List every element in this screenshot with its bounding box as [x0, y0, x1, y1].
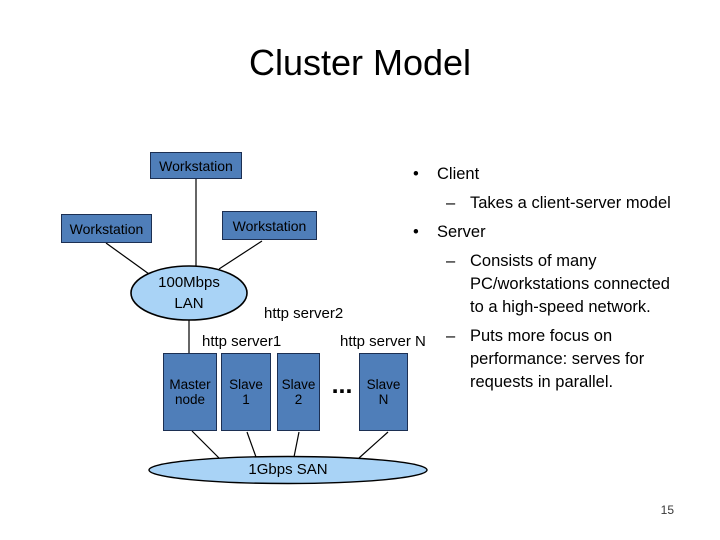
- connector-workstation-left-lan: [105, 242, 150, 275]
- workstation-left-label: Workstation: [69, 220, 144, 237]
- slave1-line2: 1: [242, 392, 250, 407]
- bullet-text: Consists of many PC/workstations connect…: [470, 250, 712, 319]
- lan-label-line1: 100Mbps: [158, 274, 220, 291]
- bullet-subitem-consists: – Consists of many PC/workstations conne…: [404, 250, 712, 319]
- connector-slave2-san: [293, 431, 300, 458]
- workstation-top-label: Workstation: [159, 157, 233, 174]
- bullet-text: Puts more focus on performance: serves f…: [470, 325, 712, 394]
- slave-n-line2: N: [378, 392, 389, 407]
- slave2-line2: 2: [294, 392, 303, 407]
- dash-glyph: –: [446, 194, 456, 212]
- bullet-glyph: •: [413, 223, 419, 241]
- http-server1-label: http server1: [202, 333, 282, 350]
- bullet-subitem-takes: – Takes a client-server model: [404, 192, 712, 215]
- bullet-glyph: •: [413, 165, 419, 183]
- slave1-label: Slave 1: [229, 377, 263, 407]
- master-node-box: Master node: [163, 353, 217, 431]
- slave2-label: Slave 2: [282, 377, 316, 407]
- workstation-left-box: Workstation: [61, 214, 152, 243]
- workstation-mid-label: Workstation: [232, 217, 307, 234]
- master-node-label: Master node: [169, 377, 210, 407]
- connector-master-san: [191, 430, 220, 459]
- slide-title: Cluster Model: [248, 42, 472, 83]
- bullet-line: PC/workstations connected: [470, 275, 670, 293]
- connector-slave1-san: [246, 431, 257, 458]
- workstation-mid-box: Workstation: [222, 211, 317, 240]
- slave-n-box: Slave N: [359, 353, 408, 431]
- bullet-panel: • Client – Takes a client-server model •…: [404, 163, 712, 400]
- ellipsis-dots: ...: [331, 371, 353, 399]
- bullet-subitem-puts: – Puts more focus on performance: serves…: [404, 325, 712, 394]
- bullet-item-server: • Server: [404, 221, 712, 244]
- slave1-box: Slave 1: [221, 353, 271, 431]
- bullet-line: Consists of many: [470, 252, 597, 270]
- bullet-text: Client: [437, 165, 480, 183]
- slave-n-line1: Slave: [366, 377, 401, 392]
- slave-n-label: Slave N: [367, 377, 401, 407]
- bullet-item-client: • Client: [404, 163, 712, 186]
- lan-label-line2: LAN: [174, 295, 204, 312]
- bullet-text: Takes a client-server model: [470, 192, 712, 215]
- slave2-box: Slave 2: [277, 353, 320, 431]
- dash-glyph: –: [446, 327, 456, 345]
- bullet-text: Server: [437, 223, 486, 241]
- slave1-line1: Slave: [229, 377, 263, 392]
- bullet-line: requests in parallel.: [470, 373, 614, 391]
- workstation-top-box: Workstation: [150, 152, 242, 179]
- master-node-line2: node: [174, 392, 206, 407]
- lan-label: 100Mbps LAN: [131, 272, 247, 314]
- san-ellipse: [148, 455, 428, 485]
- bullet-line: Puts more focus on: [470, 327, 613, 345]
- page-number: 15: [660, 503, 674, 517]
- connector-workstation-mid-lan: [218, 240, 263, 270]
- bullet-line: Takes a client-server model: [470, 194, 671, 212]
- master-node-line1: Master: [169, 377, 211, 392]
- http-server-n-label: http server N: [340, 333, 426, 350]
- connector-slaven-san: [358, 431, 389, 459]
- http-server2-label: http server2: [264, 305, 344, 322]
- slave2-line1: Slave: [281, 377, 316, 392]
- dash-glyph: –: [446, 252, 456, 270]
- bullet-line: to a high-speed network.: [470, 298, 651, 316]
- lan-ellipse: [130, 265, 248, 321]
- san-label: 1Gbps SAN: [248, 461, 328, 478]
- bullet-line: performance: serves for: [470, 350, 645, 368]
